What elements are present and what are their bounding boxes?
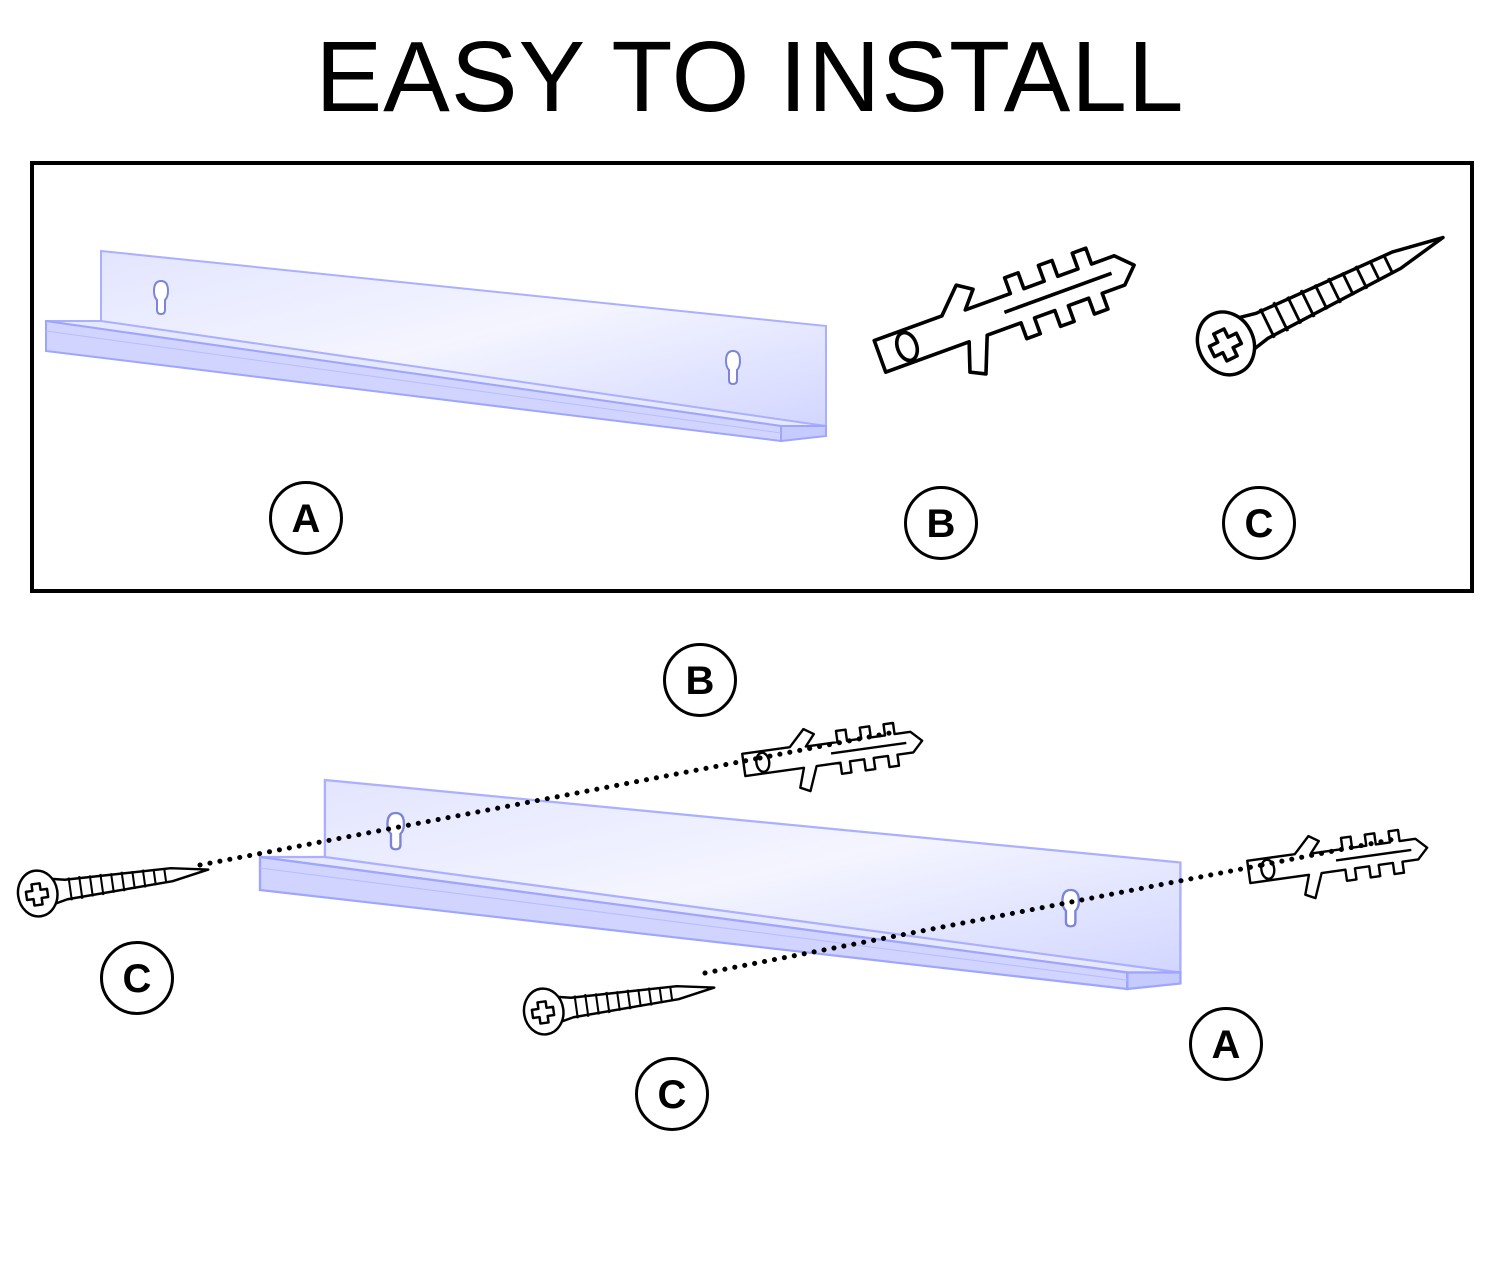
alignment-line-upper [197, 755, 763, 868]
label-b-anchor-part: B [904, 486, 978, 560]
label-c-screw-part: C [1222, 486, 1296, 560]
screw-right-illustration [519, 963, 719, 1039]
label-b-anchor-assembly: B [663, 643, 737, 717]
screw-part-illustration [1185, 206, 1459, 387]
shelf-part-illustration [45, 250, 827, 442]
label-c-screw-right-assembly: C [635, 1057, 709, 1131]
label-a-shelf-assembly: A [1189, 1007, 1263, 1081]
alignment-lines [197, 729, 1403, 976]
alignment-line-lower-inner [1259, 835, 1403, 868]
alignment-line-lower [702, 862, 1265, 976]
page-title: EASY TO INSTALL [315, 21, 1185, 133]
parts-box [30, 161, 1474, 593]
label-a-shelf-part: A [269, 481, 343, 555]
wall-anchor-part-illustration [864, 223, 1154, 408]
label-c-screw-left-assembly: C [100, 941, 174, 1015]
shelf-assembly-illustration [258, 778, 1182, 991]
screw-left-illustration [13, 845, 213, 921]
alignment-line-upper-inner [757, 729, 898, 761]
